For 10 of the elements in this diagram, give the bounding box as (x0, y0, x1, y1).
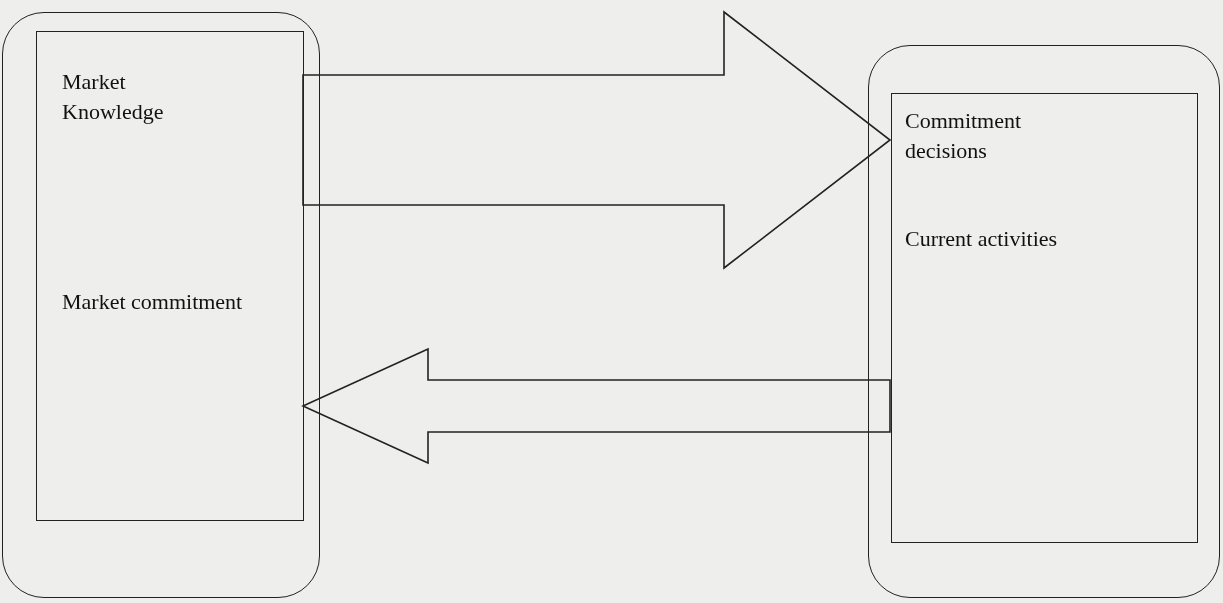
framed-box (36, 31, 304, 521)
box-text: Commitment decisions (905, 107, 1023, 165)
rounded-panel (2, 12, 320, 598)
box-text: Market commitment (62, 288, 244, 316)
framed-box (891, 93, 1198, 543)
rounded-panel (868, 45, 1220, 598)
block-arrow (302, 10, 892, 270)
box-text: Market Knowledge (62, 68, 165, 126)
box-text: Current activities (905, 225, 1059, 253)
block-arrow (301, 347, 891, 465)
